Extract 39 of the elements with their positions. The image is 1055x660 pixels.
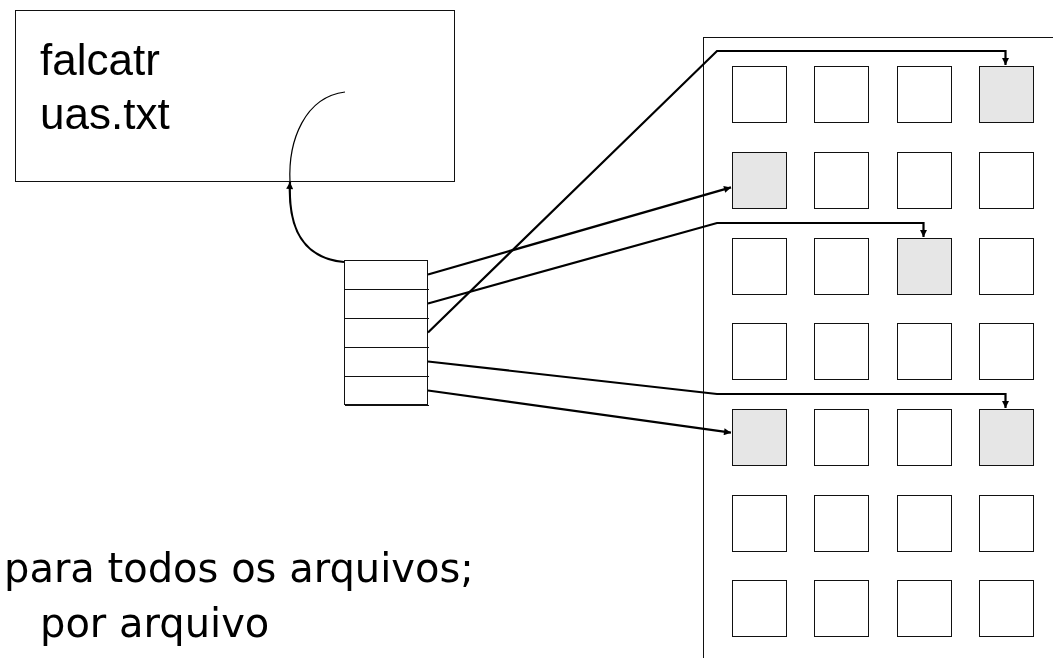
disk-block (814, 409, 869, 466)
disk-block (979, 409, 1034, 466)
arrow (427, 49, 1009, 334)
disk-block (979, 495, 1034, 552)
disk-block (897, 580, 952, 637)
disk-block (979, 66, 1034, 123)
note-text: por arquivo (40, 600, 270, 646)
arrow (427, 185, 732, 276)
arrow (427, 360, 1009, 408)
disk-block (979, 152, 1034, 209)
disk-block (732, 66, 787, 123)
disk-block (814, 152, 869, 209)
disk-block (732, 580, 787, 637)
disk-block (897, 323, 952, 380)
index-block (344, 260, 428, 405)
disk-block (732, 409, 787, 466)
disk-block (979, 580, 1034, 637)
disk-block (814, 495, 869, 552)
arrow (427, 221, 927, 305)
note-text: para todos os arquivos; (4, 545, 474, 591)
disk-block (897, 495, 952, 552)
disk-block (814, 580, 869, 637)
file-name-text: falcatr uas.txt (40, 34, 171, 140)
disk-block (732, 495, 787, 552)
disk-block (897, 238, 952, 295)
disk-block (732, 323, 787, 380)
disk-block (979, 238, 1034, 295)
disk-block (979, 323, 1034, 380)
disk-block (814, 238, 869, 295)
disk-block (897, 152, 952, 209)
disk-block (897, 66, 952, 123)
disk-block (732, 152, 787, 209)
disk-block (897, 409, 952, 466)
disk-block (814, 66, 869, 123)
arrow (427, 389, 732, 436)
disk-block (732, 238, 787, 295)
arrow (286, 181, 345, 264)
file-box (15, 10, 455, 182)
disk-block (814, 323, 869, 380)
